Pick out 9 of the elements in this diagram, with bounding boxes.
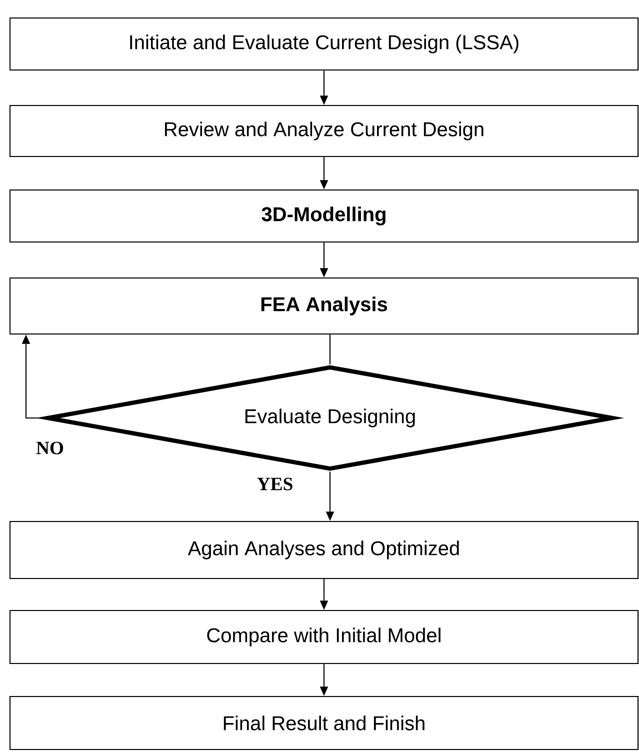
- process-box: Final Result and Finish: [9, 696, 639, 750]
- process-box: Again Analyses and Optimized: [9, 520, 639, 580]
- process-box: FEA Analysis: [9, 277, 639, 335]
- edge-label: NO: [34, 440, 66, 456]
- process-box: 3D-Modelling: [9, 189, 639, 243]
- process-box: Compare with Initial Model: [9, 610, 639, 664]
- process-box: Review and Analyze Current Design: [9, 104, 639, 158]
- process-box: Initiate and Evaluate Current Design (LSSA): [9, 17, 639, 71]
- edge-label: YES: [256, 476, 294, 492]
